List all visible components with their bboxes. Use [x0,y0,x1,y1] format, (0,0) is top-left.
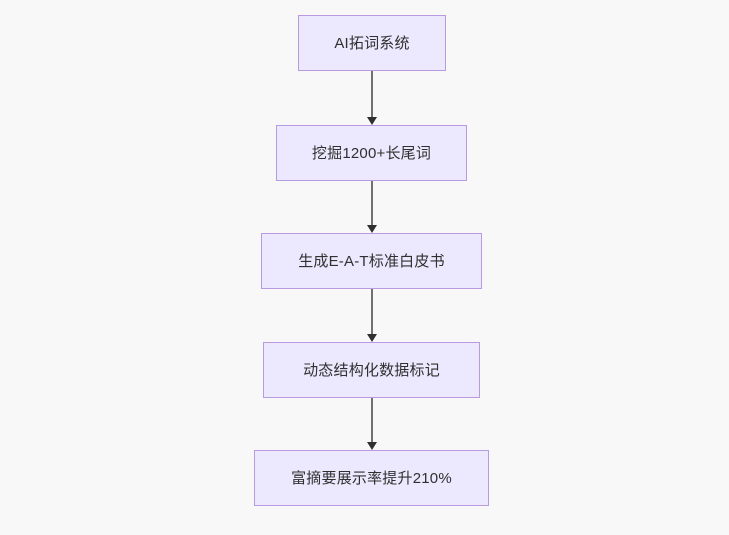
flow-node-1-label: AI拓词系统 [334,34,410,52]
flow-node-3[interactable]: 生成E-A-T标准白皮书 [261,233,482,289]
flow-node-4[interactable]: 动态结构化数据标记 [263,342,480,398]
flow-node-1[interactable]: AI拓词系统 [298,15,446,71]
flow-node-4-label: 动态结构化数据标记 [303,361,440,379]
arrow-head-icon [367,442,377,450]
edge-line [371,71,373,117]
flow-node-3-label: 生成E-A-T标准白皮书 [298,252,445,270]
flow-node-5-label: 富摘要展示率提升210% [291,469,452,487]
arrow-head-icon [367,117,377,125]
flow-node-5[interactable]: 富摘要展示率提升210% [254,450,489,506]
arrow-head-icon [367,334,377,342]
edge-line [371,289,373,334]
edge-line [371,181,373,225]
edge-line [371,398,373,442]
flow-node-2[interactable]: 挖掘1200+长尾词 [276,125,467,181]
flow-node-2-label: 挖掘1200+长尾词 [311,144,432,162]
arrow-head-icon [367,225,377,233]
